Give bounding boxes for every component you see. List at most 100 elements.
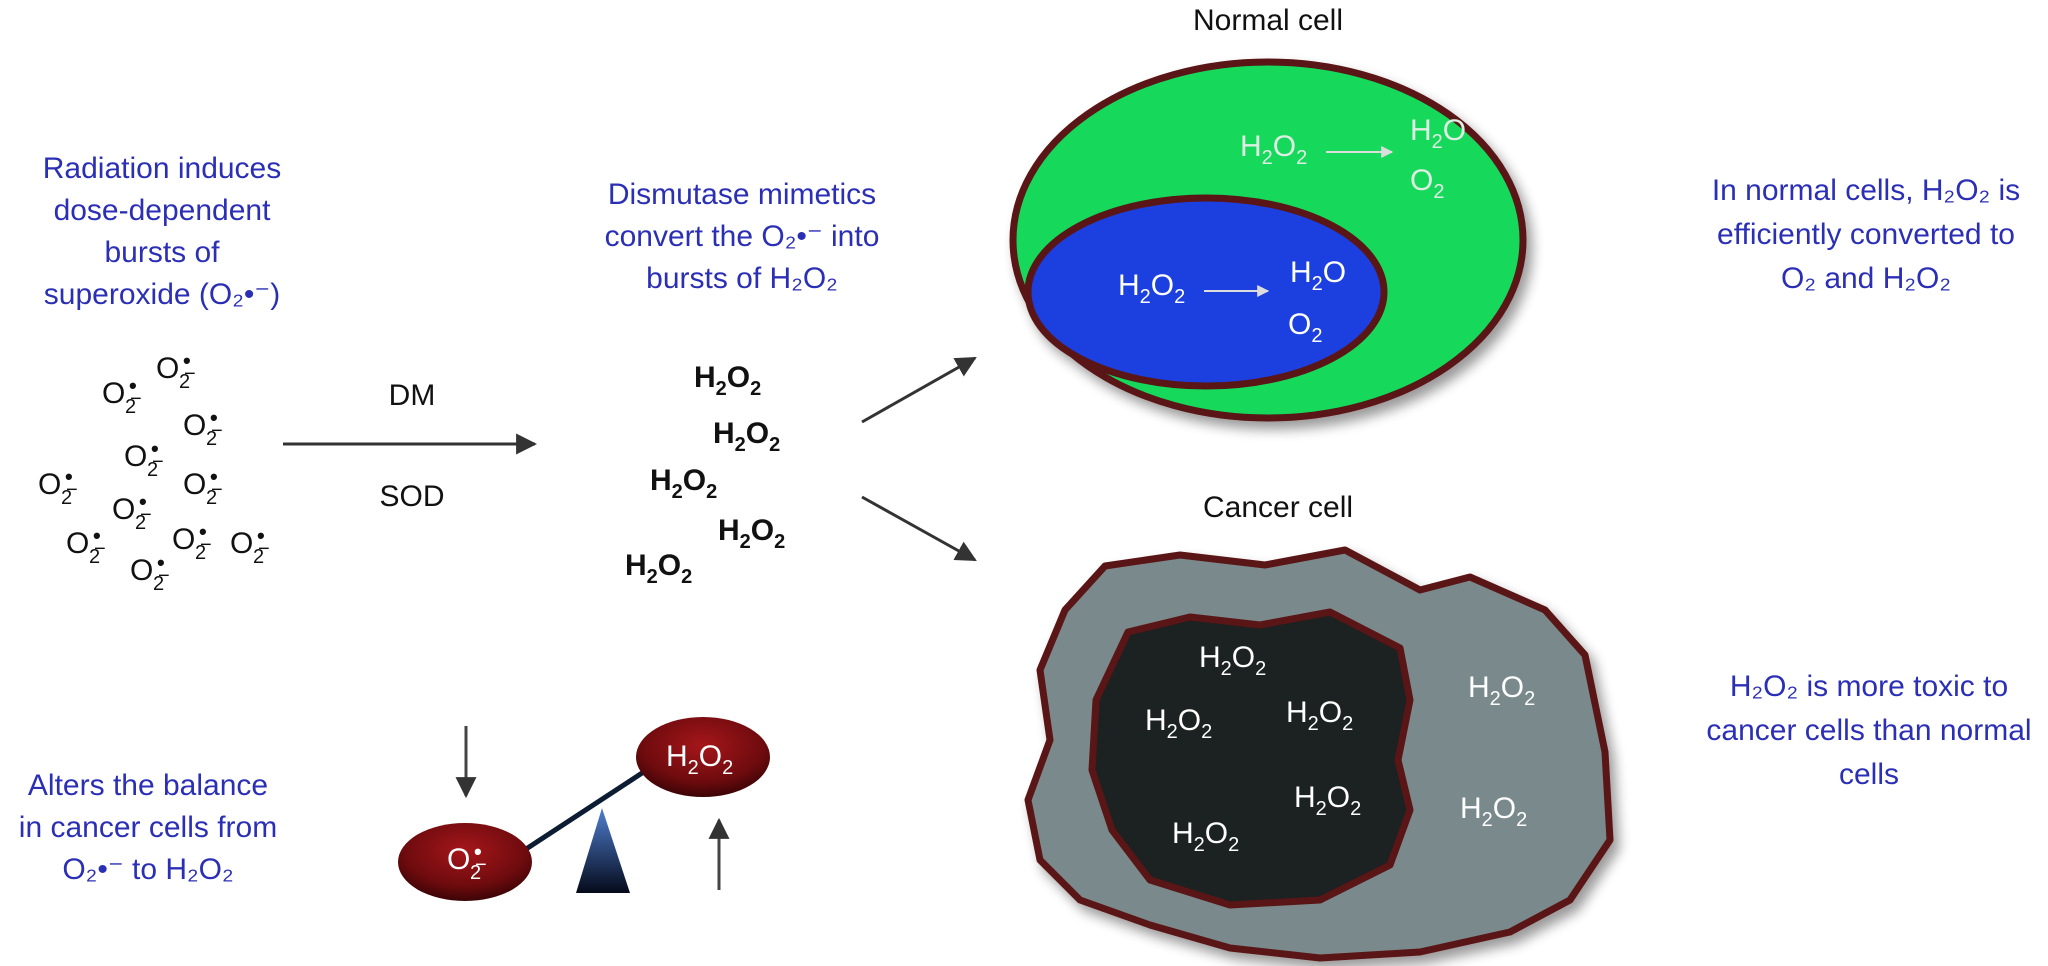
svg-text:2: 2 — [135, 512, 146, 534]
dismutase-caption-line-3: bursts of H₂O₂ — [646, 262, 838, 295]
svg-text:•: • — [257, 523, 265, 548]
svg-text:O: O — [38, 468, 61, 501]
superoxide-molecule: O 2 • − — [38, 464, 78, 509]
svg-text:O: O — [156, 352, 179, 385]
svg-text:H2O2: H2O2 — [1118, 269, 1185, 308]
svg-text:−: − — [130, 388, 142, 410]
svg-text:−: − — [66, 479, 78, 501]
cancer-cell-nucleus — [1088, 608, 1414, 909]
svg-text:H2O: H2O — [1290, 256, 1346, 295]
svg-text:O: O — [447, 843, 470, 876]
svg-text:2: 2 — [61, 487, 72, 509]
superoxide-weight — [398, 823, 532, 901]
superoxide-molecule: O 2 • − — [112, 489, 152, 534]
svg-text:−: − — [184, 363, 196, 385]
svg-text:2: 2 — [195, 542, 206, 564]
dismutase-caption-line-1: Dismutase mimetics — [608, 178, 876, 211]
svg-text:•: • — [157, 550, 165, 575]
svg-text:2: 2 — [153, 573, 164, 595]
toxic-note: H₂O₂ is more toxic to cancer cells than … — [1706, 670, 2031, 791]
superoxide-molecule: O 2 • − — [156, 348, 196, 393]
seesaw-fulcrum — [576, 808, 630, 893]
balance-seesaw: O 2 • − H2O2 — [398, 717, 770, 901]
normal-cell — [1009, 58, 1527, 422]
svg-text:2: 2 — [179, 371, 190, 393]
svg-text:•: • — [151, 436, 159, 461]
peroxide-weight — [636, 717, 770, 797]
svg-text:•: • — [139, 489, 147, 514]
cancer-cell — [1024, 546, 1614, 962]
dismutase-caption: Dismutase mimetics convert the O₂•⁻ into… — [605, 178, 880, 295]
alters-caption: Alters the balance in cancer cells from … — [19, 769, 277, 886]
svg-text:O: O — [172, 523, 195, 556]
peroxide-label: H2O2 — [1172, 817, 1239, 856]
svg-text:2: 2 — [470, 862, 481, 884]
conversion-arrow: DM SOD — [283, 379, 538, 513]
svg-text:•: • — [474, 839, 482, 864]
svg-text:•: • — [199, 519, 207, 544]
svg-text:•: • — [93, 523, 101, 548]
svg-text:−: − — [94, 538, 106, 560]
peroxide-molecule: H2O2 — [650, 464, 717, 503]
normal-note: In normal cells, H₂O₂ is efficiently con… — [1712, 174, 2020, 295]
superoxide-molecule: O 2 • − — [66, 523, 106, 568]
superoxide-weight-label: O 2 • − — [447, 839, 487, 884]
svg-text:H2O2: H2O2 — [650, 464, 717, 503]
svg-text:−: − — [200, 534, 212, 556]
svg-text:H2O2: H2O2 — [718, 514, 785, 553]
peroxide-molecule: H2O2 — [713, 417, 780, 456]
radiation-caption-line-2: dose-dependent — [54, 194, 272, 227]
svg-text:H2O: H2O — [1410, 114, 1466, 153]
svg-text:H2O2: H2O2 — [694, 361, 761, 400]
svg-text:H2O2: H2O2 — [625, 549, 692, 588]
peroxide-label: H2O2 — [1468, 671, 1535, 710]
svg-text:−: − — [211, 479, 223, 501]
radiation-caption-line-1: Radiation induces — [43, 152, 282, 185]
alters-caption-line-1: Alters the balance — [28, 769, 268, 802]
toxic-note-line-1: H₂O₂ is more toxic to — [1730, 670, 2008, 703]
toxic-note-line-2: cancer cells than normal — [1706, 714, 2031, 747]
svg-text:O: O — [230, 527, 253, 560]
superoxide-molecule: O 2 • − — [230, 523, 270, 568]
svg-text:2: 2 — [147, 459, 158, 481]
svg-text:−: − — [211, 420, 223, 442]
arrow-label-sod: SOD — [379, 480, 444, 513]
cancer-peroxide-labels: H2O2 H2O2 H2O2 H2O2 H2O2 H2O2 H2O2 — [1145, 641, 1535, 856]
cancer-cell-title: Cancer cell — [1203, 491, 1353, 524]
svg-text:H2O2: H2O2 — [1240, 130, 1307, 169]
svg-text:O2: O2 — [1288, 308, 1322, 347]
dismutase-caption-line-2: convert the O₂•⁻ into — [605, 220, 880, 253]
svg-text:H2O2: H2O2 — [713, 417, 780, 456]
svg-text:•: • — [183, 348, 191, 373]
svg-text:O: O — [66, 527, 89, 560]
svg-text:O: O — [102, 377, 125, 410]
peroxide-label: H2O2 — [1286, 696, 1353, 735]
svg-text:O: O — [183, 409, 206, 442]
peroxide-molecule: H2O2 — [694, 361, 761, 400]
alters-caption-line-2: in cancer cells from — [19, 811, 277, 844]
normal-note-line-3: O₂ and H₂O₂ — [1781, 262, 1951, 295]
superoxide-molecule: O 2 • − — [183, 464, 223, 509]
arrow-label-dm: DM — [389, 379, 436, 412]
arrow-to-normal-cell — [861, 356, 977, 424]
superoxide-cluster: O 2 • − O 2 • − O 2 • − O 2 • − O 2 • − — [38, 348, 270, 595]
peroxide-label: H2O2 — [1460, 792, 1527, 831]
peroxide-molecule: H2O2 — [718, 514, 785, 553]
superoxide-molecule: O 2 • − — [124, 436, 164, 481]
svg-text:O: O — [130, 554, 153, 587]
svg-text:−: − — [158, 565, 170, 587]
svg-text:O2: O2 — [1410, 164, 1444, 203]
svg-text:2: 2 — [89, 546, 100, 568]
peroxide-label: H2O2 — [1145, 704, 1212, 743]
svg-text:−: − — [140, 504, 152, 526]
alters-caption-line-3: O₂•⁻ to H₂O₂ — [62, 853, 233, 886]
radiation-caption: Radiation induces dose-dependent bursts … — [43, 152, 282, 311]
peroxide-cluster: H2O2 H2O2 H2O2 H2O2 H2O2 — [625, 361, 785, 588]
svg-text:O: O — [183, 468, 206, 501]
svg-text:2: 2 — [206, 487, 217, 509]
arrow-to-cancer-cell — [861, 495, 977, 562]
normal-cell-title: Normal cell — [1193, 4, 1343, 37]
svg-text:•: • — [129, 373, 137, 398]
